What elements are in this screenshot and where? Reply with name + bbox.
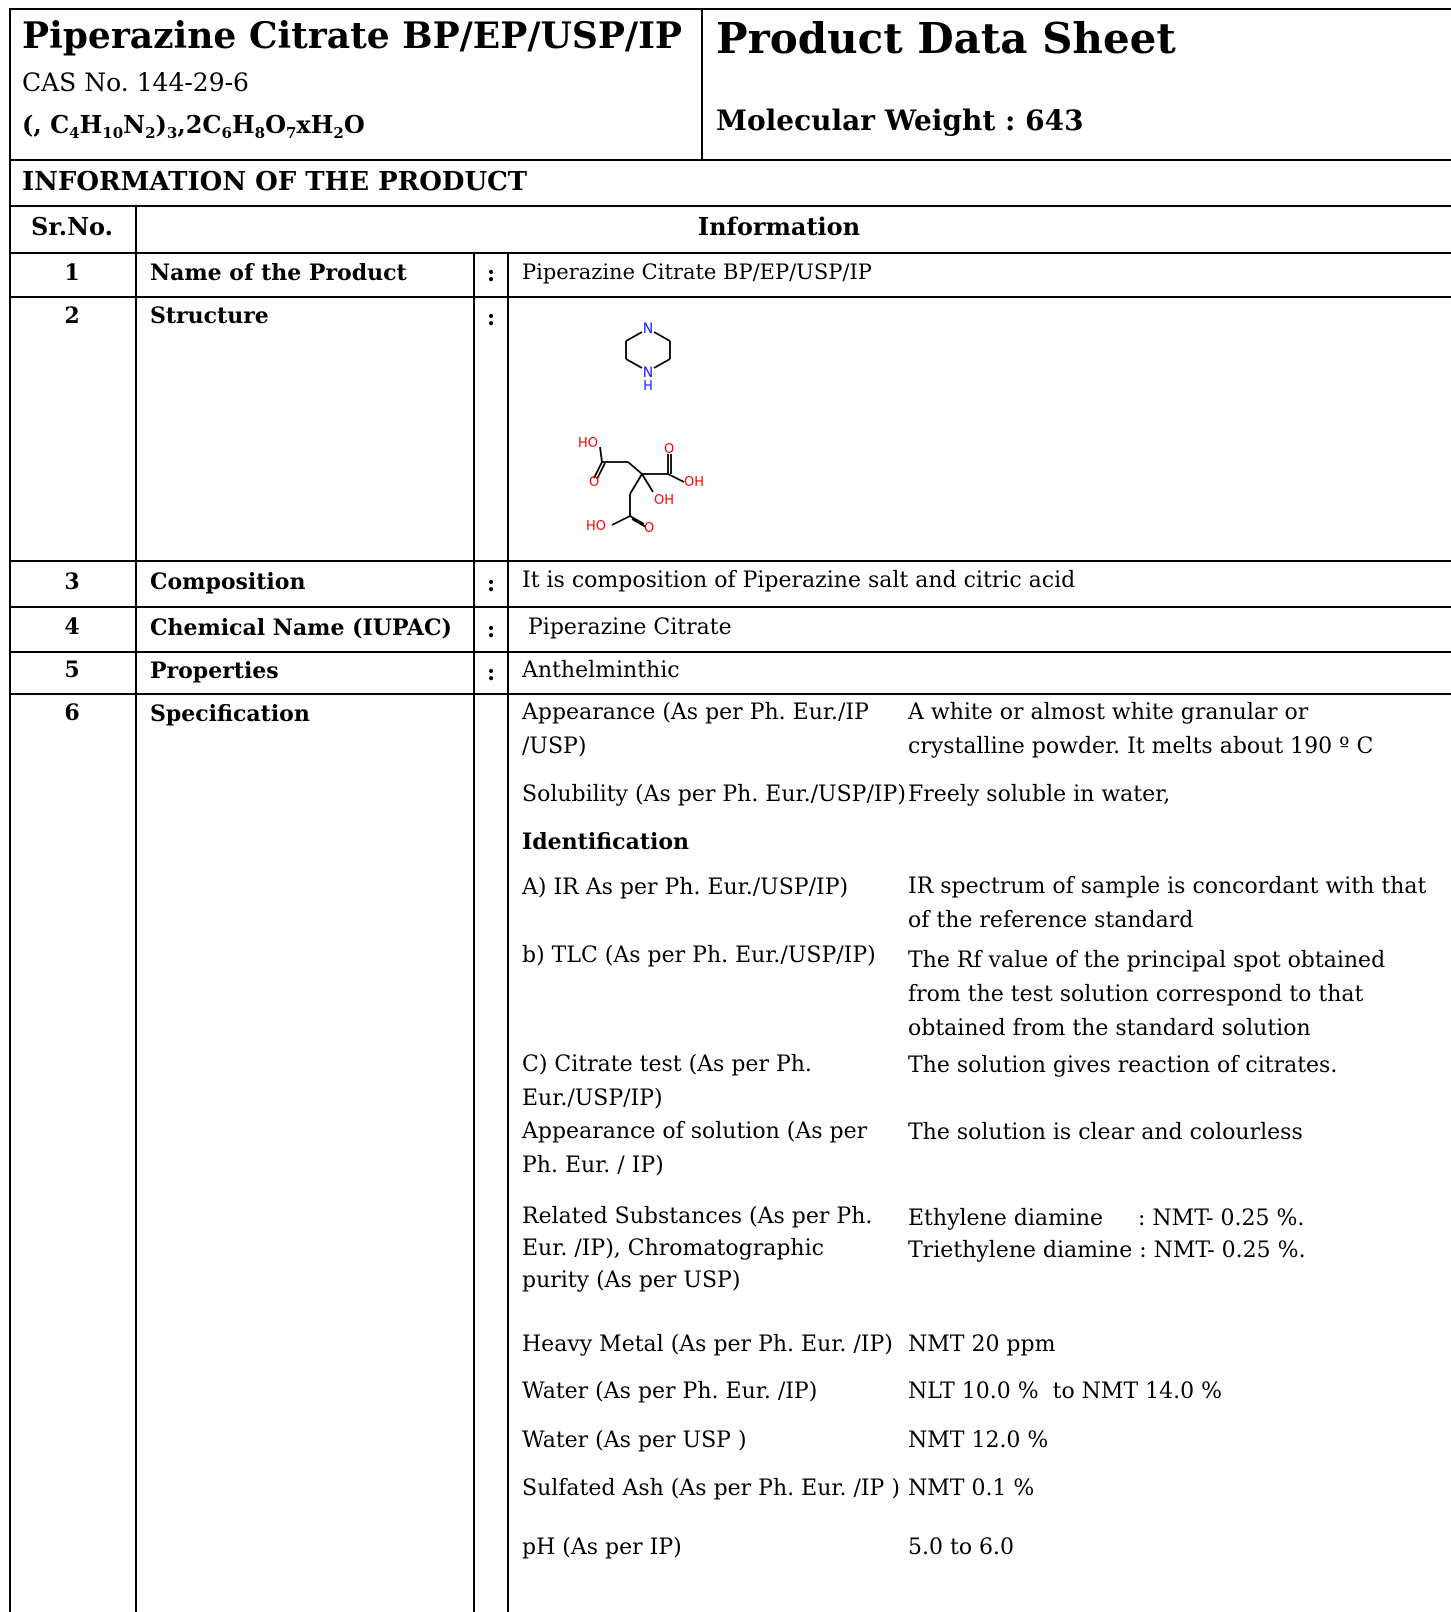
spec-result: NMT 20 ppm xyxy=(908,1332,1056,1357)
spec-test: A) IR As per Ph. Eur./USP/IP) xyxy=(522,875,849,900)
spec-test: Sulfated Ash (As per Ph. Eur. /IP ) xyxy=(522,1476,900,1501)
row5-bottom xyxy=(9,693,1451,695)
product-title: Piperazine Citrate BP/EP/USP/IP xyxy=(22,15,682,57)
atom-label: O xyxy=(664,442,674,457)
identification-heading: Identification xyxy=(522,829,690,855)
atom-label: OH xyxy=(654,493,674,508)
row-colon: : xyxy=(486,617,496,643)
column-header-information: Information xyxy=(697,212,861,241)
border-top xyxy=(9,8,1451,10)
row-label: Properties xyxy=(150,658,279,684)
row-label: Structure xyxy=(150,303,269,329)
spec-test: b) TLC (As per Ph. Eur./USP/IP) xyxy=(522,943,876,968)
spec-result: The solution is clear and colourless xyxy=(908,1120,1303,1145)
properties-value: Anthelminthic xyxy=(522,658,680,683)
col-srno-right xyxy=(135,205,137,1612)
row3-bottom xyxy=(9,606,1451,608)
spec-result: NLT 10.0 % to NMT 14.0 % xyxy=(908,1379,1223,1404)
spec-result: NMT 12.0 % xyxy=(908,1428,1049,1453)
section-bottom xyxy=(9,205,1451,207)
col-colon-right xyxy=(507,252,509,1612)
atom-label: O xyxy=(589,475,599,490)
spec-result: Freely soluble in water, xyxy=(908,782,1171,807)
spec-test: C) Citrate test (As per Ph. Eur./USP/IP) xyxy=(522,1052,812,1111)
row-colon: : xyxy=(486,305,496,331)
atom-label: N xyxy=(643,365,653,381)
composition-value: It is composition of Piperazine salt and… xyxy=(522,568,1076,593)
row2-bottom xyxy=(9,560,1451,562)
row-label: Name of the Product xyxy=(150,260,407,286)
spec-result: Triethylene diamine : NMT- 0.25 %. xyxy=(908,1238,1306,1263)
atom-label: H xyxy=(643,379,653,394)
column-header-srno: Sr.No. xyxy=(30,212,113,241)
atom-label: HO xyxy=(586,519,606,534)
citric-acid-structure-image: HO O O OH OH HO O xyxy=(578,436,704,536)
row1-bottom xyxy=(9,296,1451,298)
molecular-weight: Molecular Weight : 643 xyxy=(716,104,1084,137)
row-label: Specification xyxy=(150,701,310,727)
spec-result: NMT 0.1 % xyxy=(908,1476,1035,1501)
section-title: INFORMATION OF THE PRODUCT xyxy=(22,167,528,197)
atom-label: O xyxy=(644,521,654,536)
row-number: 3 xyxy=(64,569,80,595)
spec-test: pH (As per IP) xyxy=(522,1535,682,1560)
colhead-bottom xyxy=(9,252,1451,254)
spec-test: Solubility (As per Ph. Eur./USP/IP) xyxy=(522,782,906,807)
row-colon: : xyxy=(486,261,496,287)
sheet-title: Product Data Sheet xyxy=(716,14,1176,63)
spec-result: IR spectrum of sample is concordant with… xyxy=(908,874,1427,933)
atom-label: N xyxy=(643,321,653,337)
row-label: Chemical Name (IUPAC) xyxy=(150,615,452,641)
row-colon: : xyxy=(486,571,496,597)
row-number: 6 xyxy=(64,700,80,726)
spec-test: Water (As per USP ) xyxy=(522,1428,747,1453)
spec-test: Appearance (As per Ph. Eur./IP /USP) xyxy=(522,700,869,759)
molecular-formula: (, C4H10N2)3,2C6H8O7xH2O xyxy=(22,110,365,142)
row-label: Composition xyxy=(150,569,306,595)
col-colon-left xyxy=(473,252,475,1612)
row-number: 5 xyxy=(64,657,80,683)
row-colon: : xyxy=(486,660,496,686)
row-number: 2 xyxy=(64,303,80,329)
row4-bottom xyxy=(9,651,1451,653)
product-name-value: Piperazine Citrate BP/EP/USP/IP xyxy=(522,260,872,284)
spec-result: The Rf value of the principal spot obtai… xyxy=(908,948,1386,1041)
row-number: 1 xyxy=(64,260,80,286)
row-number: 4 xyxy=(64,614,80,640)
atom-label: OH xyxy=(684,475,704,490)
spec-test: Heavy Metal (As per Ph. Eur. /IP) xyxy=(522,1332,893,1357)
spec-test: Water (As per Ph. Eur. /IP) xyxy=(522,1379,818,1404)
spec-result: 5.0 to 6.0 xyxy=(908,1535,1015,1560)
header-divider xyxy=(701,8,703,160)
atom-label: HO xyxy=(578,436,598,451)
spec-test: Appearance of solution (As per Ph. Eur. … xyxy=(522,1119,868,1178)
spec-result: A white or almost white granular or crys… xyxy=(908,700,1374,759)
piperazine-structure-image: N N H xyxy=(625,321,671,394)
spec-test: Related Substances (As per Ph. Eur. /IP)… xyxy=(522,1204,873,1293)
chemical-name-value: Piperazine Citrate xyxy=(528,615,732,640)
spec-result: The solution gives reaction of citrates. xyxy=(908,1053,1338,1078)
cas-number: CAS No. 144-29-6 xyxy=(22,68,249,97)
border-left xyxy=(9,8,11,1612)
spec-result: Ethylene diamine : NMT- 0.25 %. xyxy=(908,1206,1305,1231)
header-bottom xyxy=(9,159,1451,161)
